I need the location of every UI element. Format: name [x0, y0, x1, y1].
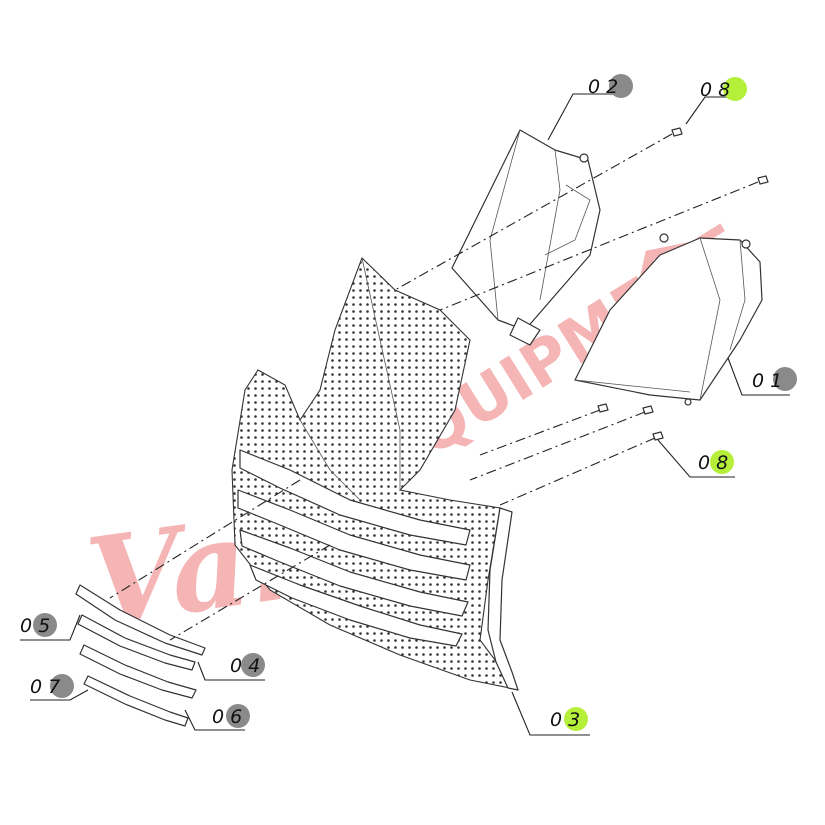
callout-badge: [773, 367, 797, 391]
assembly-lines: [109, 133, 759, 641]
callout-label: 02: [588, 76, 624, 98]
part-07-trim-strip: [83, 675, 189, 727]
screw-icon: [757, 175, 769, 185]
callout-badge: [609, 74, 633, 98]
callout-05: 05: [20, 613, 57, 637]
callout-07: 07: [30, 674, 74, 698]
callout-badge: [241, 653, 265, 677]
screw-icon: [642, 405, 654, 415]
callout-label: 08: [698, 452, 734, 474]
part-02-headlight-housing: [451, 129, 601, 346]
callout-badge: [710, 450, 734, 474]
callout-01: 01: [752, 367, 797, 392]
callout-label: 01: [752, 370, 788, 392]
callout-label: 05: [20, 615, 56, 637]
callout-08-top: 08: [700, 77, 747, 101]
callout-badge: [226, 704, 250, 728]
screws: [597, 127, 769, 441]
screw-icon: [597, 403, 609, 413]
part-06-trim-strip: [79, 644, 197, 699]
callout-label: 07: [30, 676, 66, 698]
part-05-trim-strip: [75, 584, 206, 656]
callout-06: 06: [212, 704, 250, 728]
callout-label: 03: [550, 709, 586, 731]
callout-badge: [564, 707, 588, 731]
screw-icon: [671, 127, 683, 137]
callout-badge: [33, 613, 57, 637]
callout-label: 08: [700, 79, 736, 101]
callout-08-right: 08: [698, 450, 734, 474]
callout-badge: [723, 77, 747, 101]
callout-02: 02: [588, 74, 633, 98]
callout-label: 06: [212, 706, 248, 728]
part-01-headlight-housing: [574, 233, 763, 406]
callout-03: 03: [550, 707, 588, 731]
callout-badge: [50, 674, 74, 698]
callout-label: 04: [230, 655, 266, 677]
part-04-trim-strip: [77, 614, 196, 671]
callout-04: 04: [230, 653, 266, 677]
trim-strips: [75, 584, 206, 727]
part-03-grille: [231, 257, 519, 691]
